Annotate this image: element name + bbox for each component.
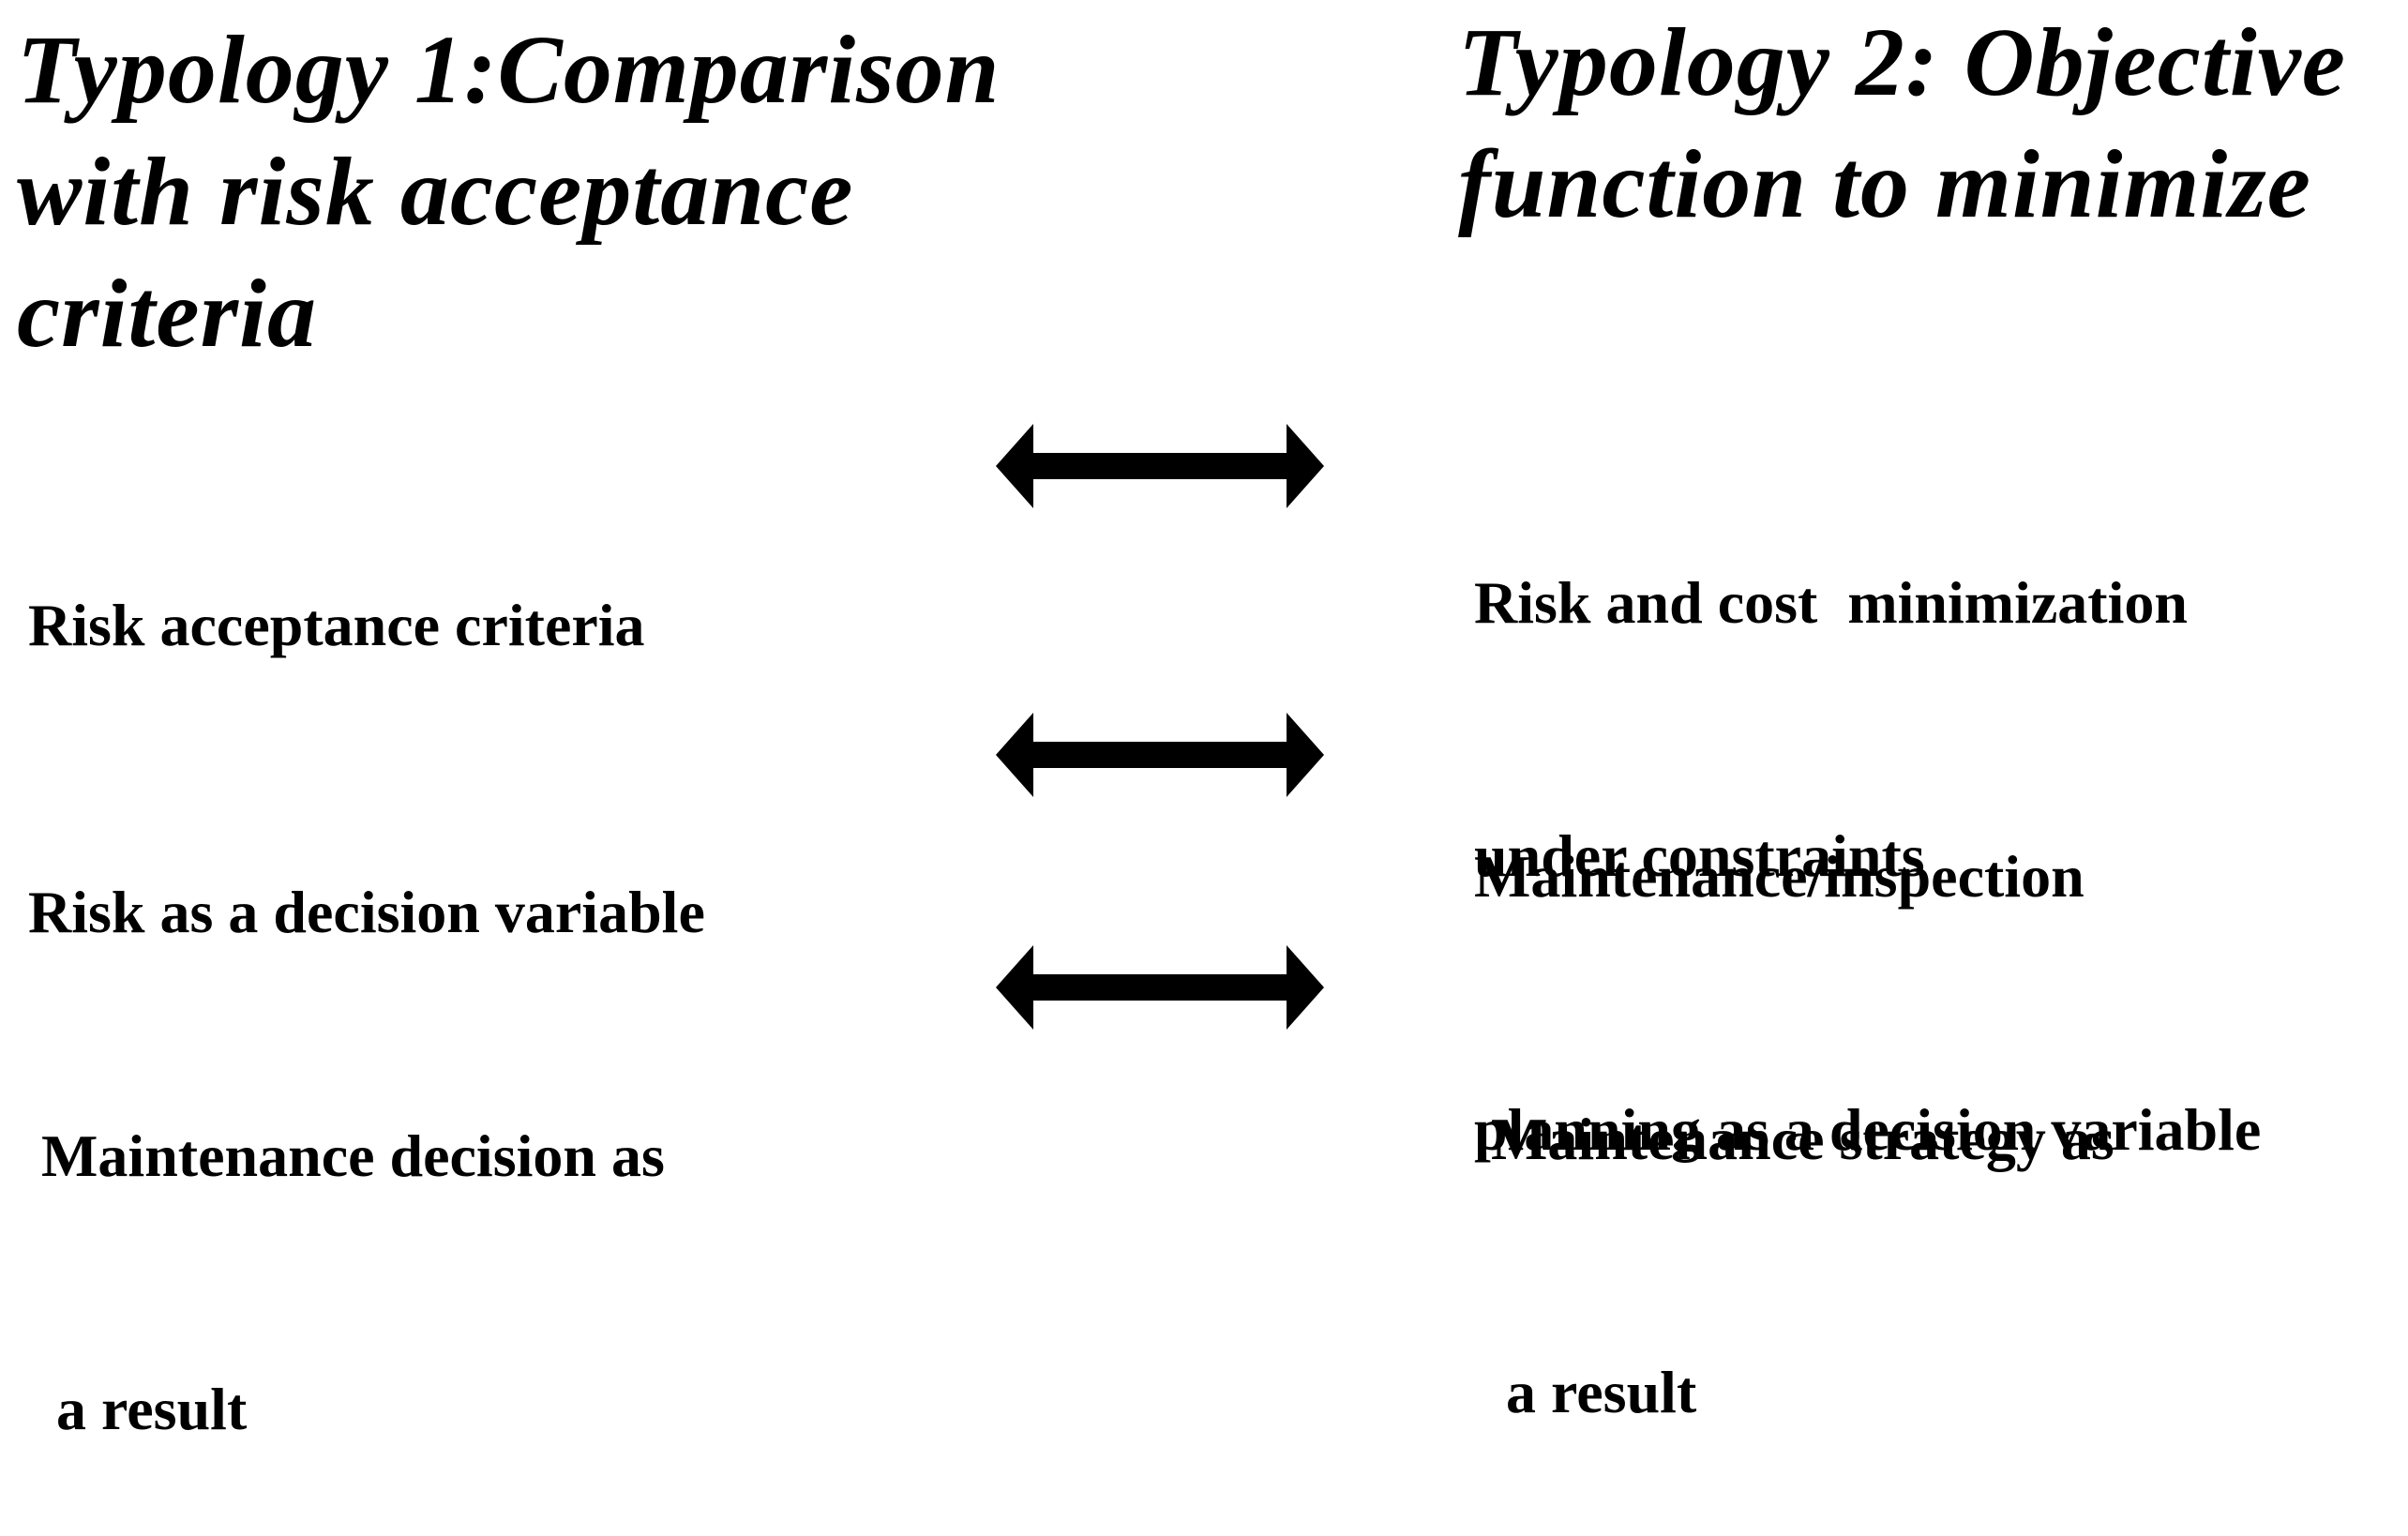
left-heading-line: Typology 1:Comparison: [17, 16, 1001, 124]
row-2-right-line: Maintenance/inspection: [1474, 843, 2084, 910]
arrow-shape: [996, 713, 1324, 797]
arrow-shape: [996, 424, 1324, 508]
double-headed-arrow-icon: [996, 713, 1324, 797]
row-1-left-line: Risk acceptance criteria: [28, 592, 645, 658]
double-headed-arrow-icon: [996, 945, 1324, 1030]
double-headed-arrow-icon-svg: [996, 945, 1324, 1030]
row-3-right-line: a result: [1491, 1359, 1697, 1425]
double-headed-arrow-icon-svg: [996, 713, 1324, 797]
row-3-left-text: Maintenance decision as a result: [41, 945, 665, 1536]
double-headed-arrow-icon-svg: [996, 424, 1324, 508]
row-3-left-line: Maintenance decision as: [41, 1122, 665, 1189]
left-heading-line: criteria: [17, 260, 317, 368]
right-typology-heading: Typology 2: Objective function to minimi…: [1458, 2, 2346, 246]
row-2-left-text: Risk as a decision variable: [28, 701, 705, 1039]
right-heading-line: Typology 2: Objective: [1458, 8, 2346, 116]
arrow-shape: [996, 945, 1324, 1030]
left-heading-line: with risk acceptance: [17, 138, 854, 246]
row-3-right-text: Maintenance strategy as a result: [1491, 928, 2115, 1519]
row-1-right-line: Risk and cost minimization: [1474, 569, 2188, 636]
left-typology-heading: Typology 1:Comparison with risk acceptan…: [17, 9, 1000, 375]
row-1-right-text: Risk and cost minimization under constra…: [1474, 392, 2188, 983]
row-3-right-line: Maintenance strategy as: [1491, 1106, 2115, 1172]
row-3-left-line: a result: [41, 1376, 248, 1442]
row-1-right-line: under constraints: [1474, 822, 1925, 889]
row-2-left-line: Risk as a decision variable: [28, 879, 705, 945]
double-headed-arrow-icon: [996, 424, 1324, 508]
right-heading-line: function to minimize: [1458, 130, 2311, 238]
row-1-left-text: Risk acceptance criteria: [28, 414, 645, 752]
